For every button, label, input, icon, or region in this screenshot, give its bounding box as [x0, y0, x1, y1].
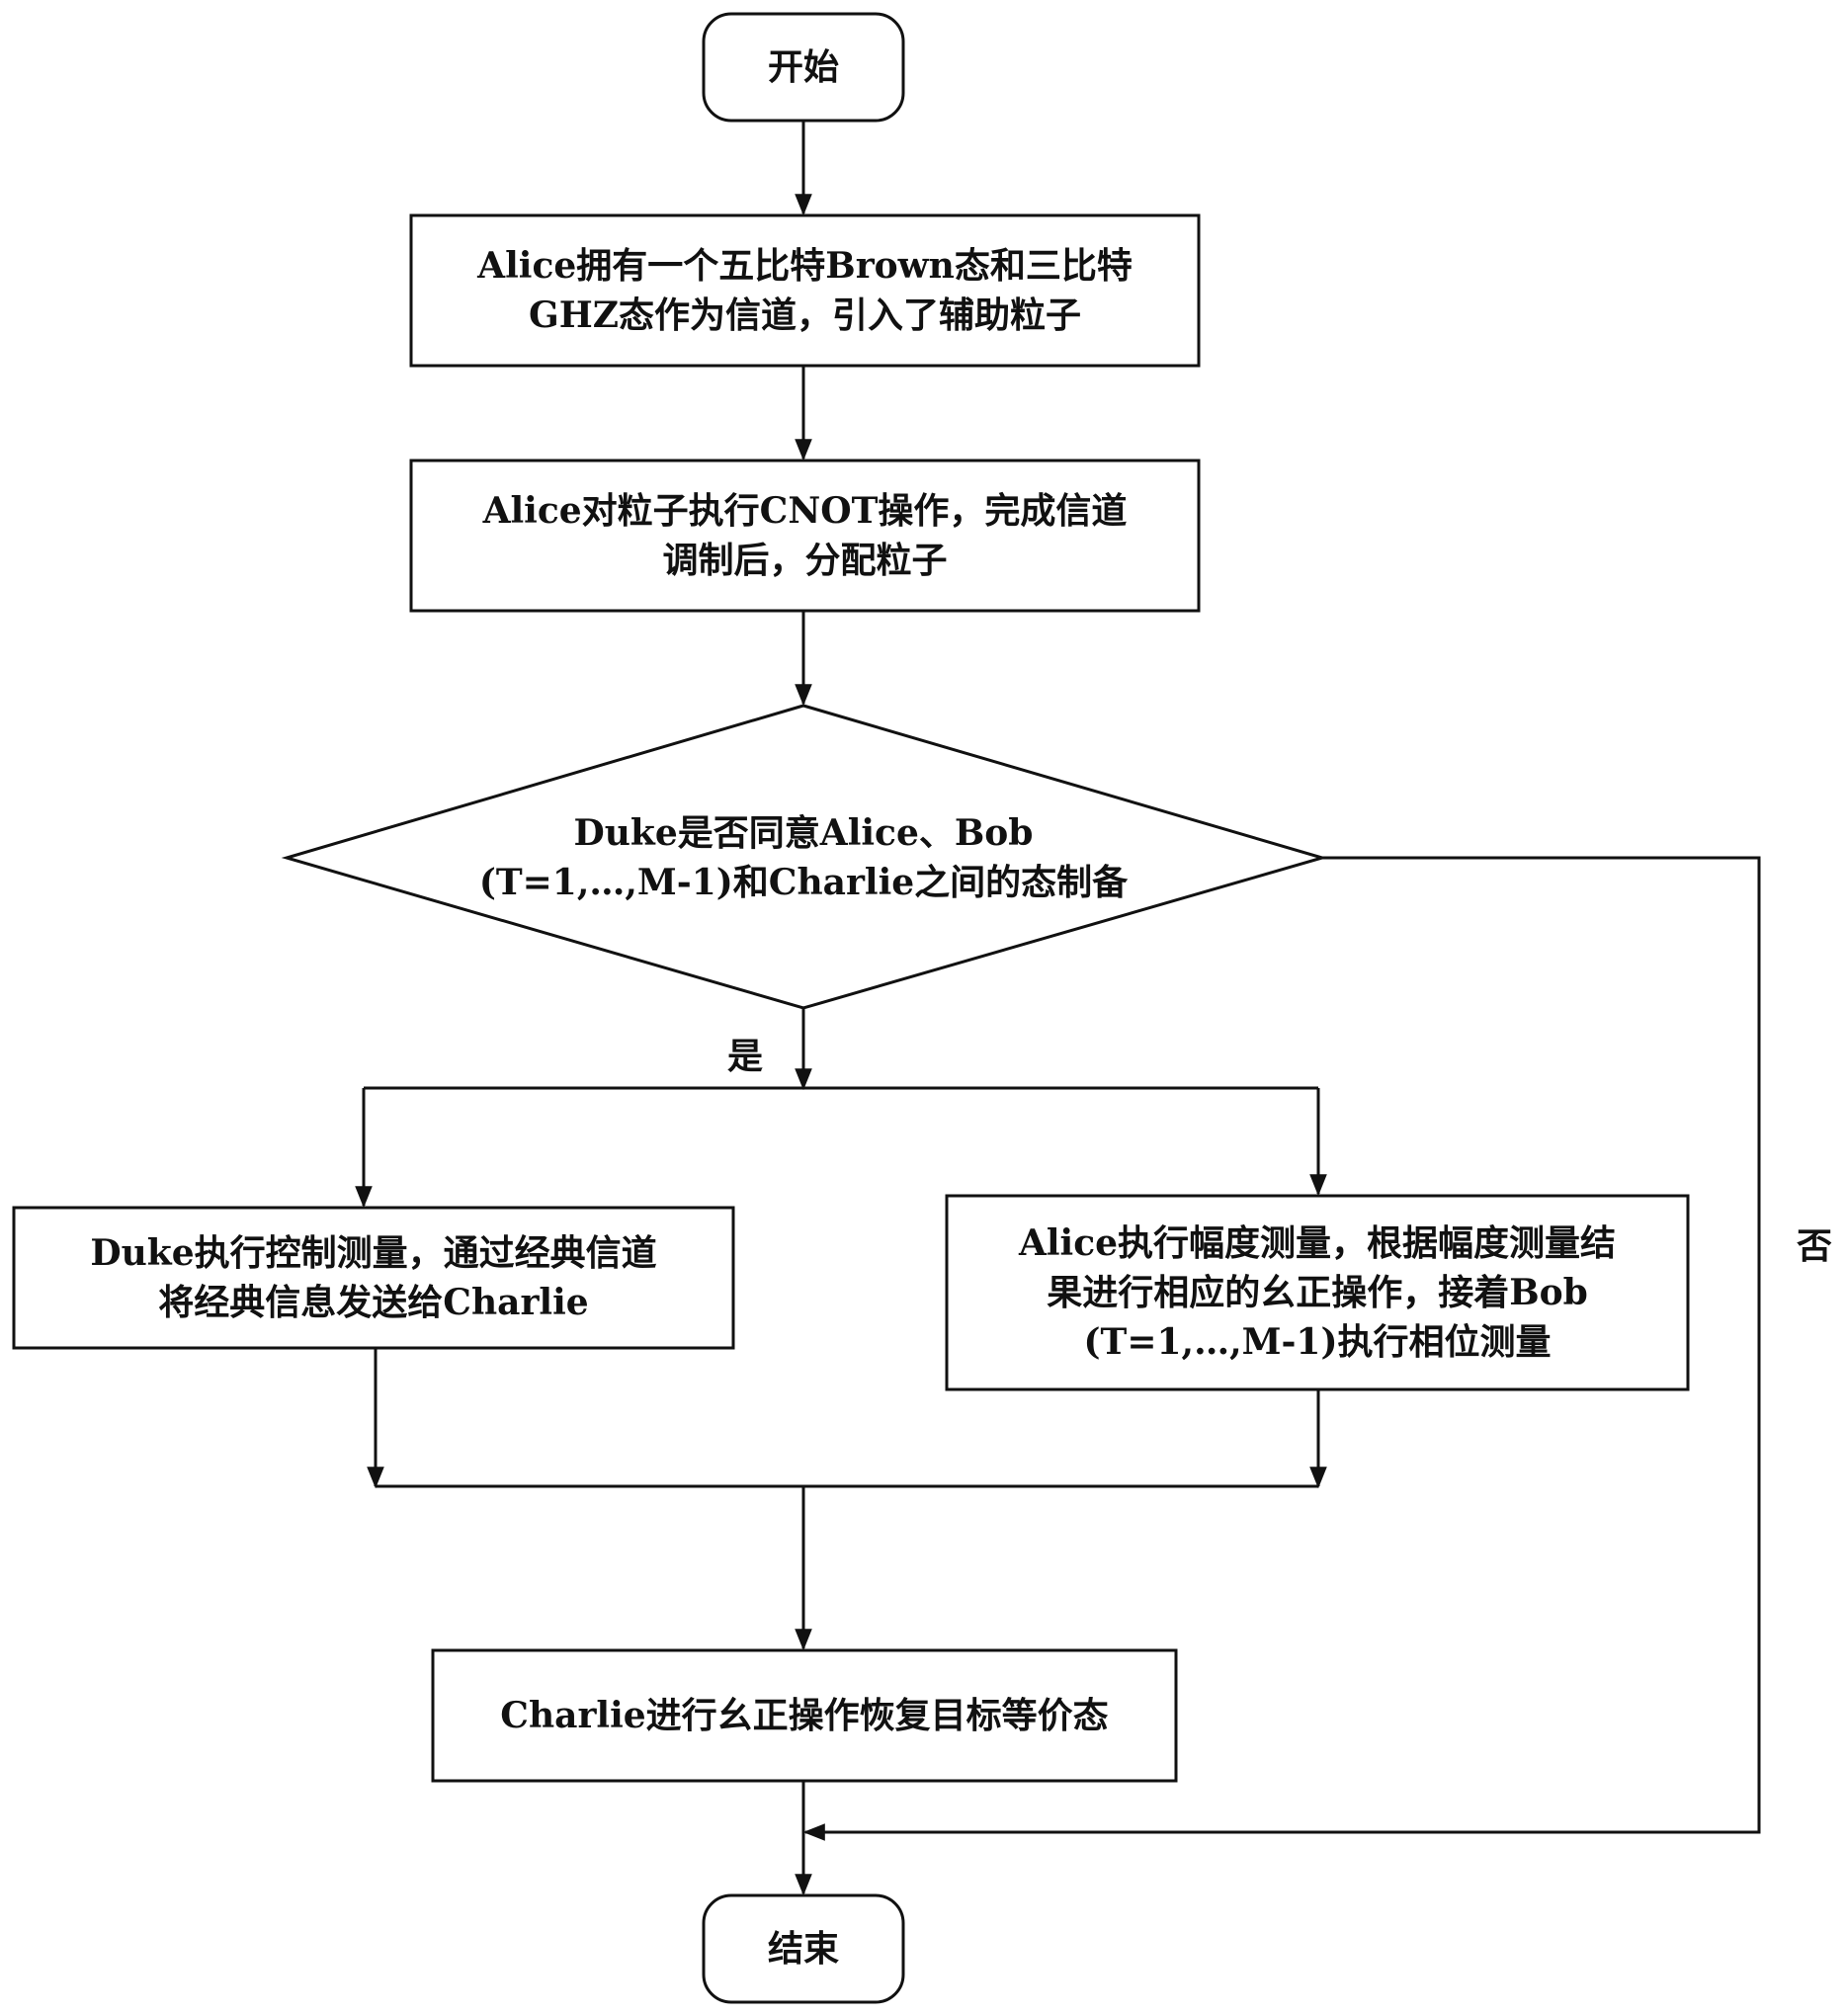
start-label: 开始 [704, 14, 903, 121]
end-label: 结束 [704, 1895, 903, 2002]
step1-label: Alice拥有一个五比特Brown态和三比特 GHZ态作为信道，引入了辅助粒子 [411, 215, 1199, 366]
step2-line-2: 调制后，分配粒子 [662, 540, 948, 581]
merge-step-text: Charlie进行幺正操作恢复目标等价态 [500, 1695, 1109, 1736]
start-text: 开始 [767, 46, 839, 88]
decision-line-1: Duke是否同意Alice、Bob [573, 812, 1034, 854]
arrow-decision-no [802, 856, 1761, 1841]
right-branch-line-3: (T=1,…,M-1)执行相位测量 [1083, 1321, 1552, 1363]
left-branch-line-2: 将经典信息发送给Charlie [158, 1282, 589, 1323]
right-branch-line-2: 果进行相应的幺正操作，接着Bob [1047, 1272, 1588, 1313]
end-text: 结束 [767, 1928, 839, 1970]
step2-line-1: Alice对粒子执行CNOT操作，完成信道 [482, 490, 1128, 532]
decision-line-2: (T=1,…,M-1)和Charlie之间的态制备 [478, 862, 1129, 903]
left-branch-box [12, 1206, 735, 1350]
no-label: 否 [1797, 1225, 1833, 1267]
decision-label: Duke是否同意Alice、Bob (T=1,…,M-1)和Charlie之间的… [435, 781, 1172, 935]
step1-line-1: Alice拥有一个五比特Brown态和三比特 [477, 245, 1133, 287]
step2-label: Alice对粒子执行CNOT操作，完成信道 调制后，分配粒子 [411, 461, 1199, 611]
right-branch-label: Alice执行幅度测量，根据幅度测量结 果进行相应的幺正操作，接着Bob (T=… [947, 1196, 1688, 1389]
step1-line-2: GHZ态作为信道，引入了辅助粒子 [528, 294, 1082, 336]
left-branch-label: Duke执行控制测量，通过经典信道 将经典信息发送给Charlie [14, 1208, 733, 1348]
left-branch-line-1: Duke执行控制测量，通过经典信道 [90, 1232, 657, 1274]
right-branch-line-1: Alice执行幅度测量，根据幅度测量结 [1018, 1222, 1617, 1264]
merge-step-label: Charlie进行幺正操作恢复目标等价态 [433, 1650, 1176, 1781]
step1-box [409, 213, 1201, 368]
yes-label: 是 [727, 1036, 764, 1077]
